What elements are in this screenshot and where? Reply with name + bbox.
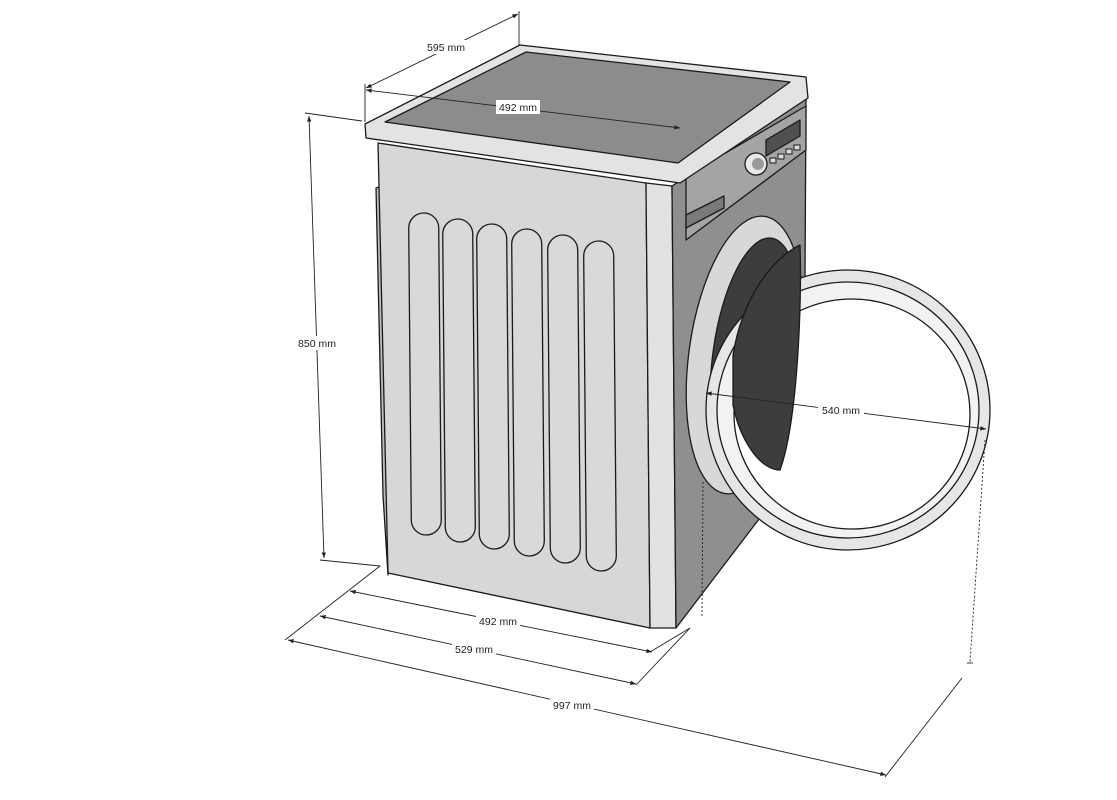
label-top-inner-depth: 492 mm xyxy=(499,102,537,114)
front-corner-strip xyxy=(645,182,677,629)
program-knob-center xyxy=(752,158,764,170)
label-height: 850 mm xyxy=(298,338,336,350)
vent-slot xyxy=(583,240,617,572)
label-door-diameter: 540 mm xyxy=(822,405,860,417)
extension-line xyxy=(304,112,363,122)
extension-line xyxy=(884,677,963,778)
vent-slot xyxy=(547,234,581,564)
control-buttons xyxy=(769,144,801,164)
washing-machine xyxy=(364,44,991,629)
vent-slot xyxy=(511,228,545,557)
vent-slot xyxy=(408,212,442,536)
label-top-depth: 595 mm xyxy=(427,42,465,54)
detergent-drawer xyxy=(685,195,725,229)
label-base-outer-depth: 529 mm xyxy=(455,644,493,656)
extension-line xyxy=(284,565,381,641)
vent-slot xyxy=(476,223,510,550)
dimension-labels: 595 mm 492 mm 850 mm 540 mm 492 mm 529 m… xyxy=(294,40,864,712)
extension-line xyxy=(319,559,381,567)
side-vent-slots xyxy=(408,212,617,572)
display-window xyxy=(765,119,801,157)
extension-line xyxy=(649,627,691,653)
extension-line xyxy=(635,627,691,686)
label-base-inner-depth: 492 mm xyxy=(479,616,517,628)
vent-slot xyxy=(442,218,476,543)
projection-line-door-edge xyxy=(969,439,986,663)
label-total-depth: 997 mm xyxy=(553,700,591,712)
